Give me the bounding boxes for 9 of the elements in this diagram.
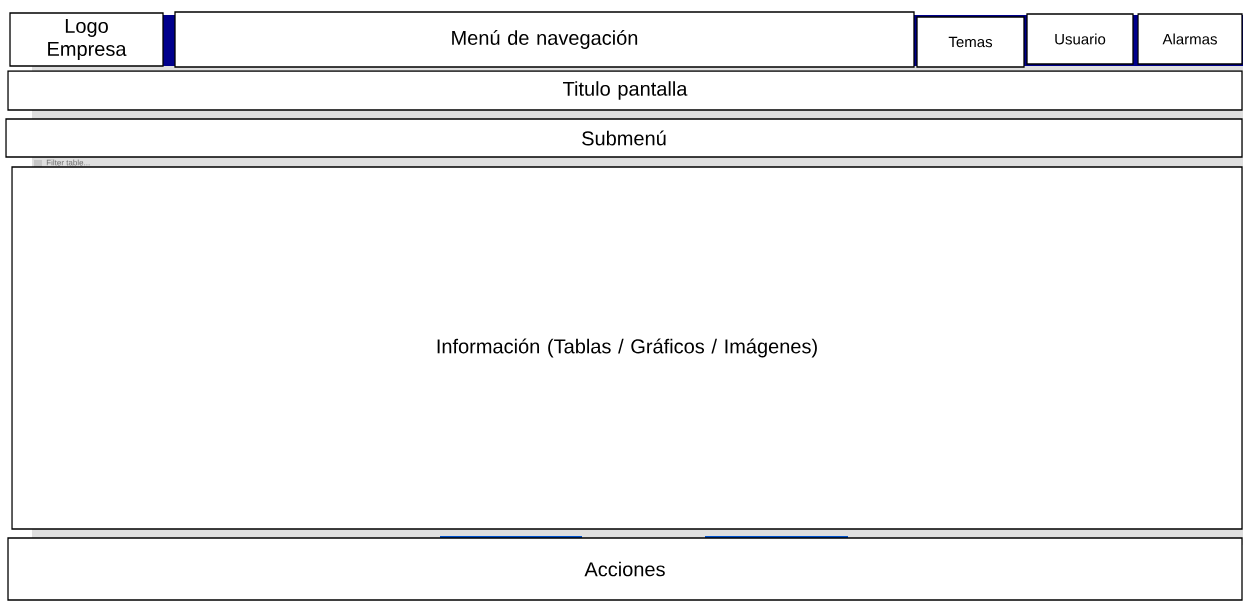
- menu-button: Usuario: [1026, 13, 1134, 65]
- content-area-box: Información (Tablas / Gráficos / Imágenes): [11, 166, 1243, 530]
- actions-box: Acciones: [7, 537, 1243, 601]
- submenu-box: Submenú: [5, 118, 1243, 158]
- header-text-box: Logo Empresa: [9, 12, 164, 67]
- screen-title-box: Titulo pantalla: [7, 70, 1243, 111]
- menu-button: Alarmas: [1137, 13, 1243, 65]
- menu-button: Temas: [916, 16, 1025, 68]
- filter-field: Filter table...: [34, 159, 90, 167]
